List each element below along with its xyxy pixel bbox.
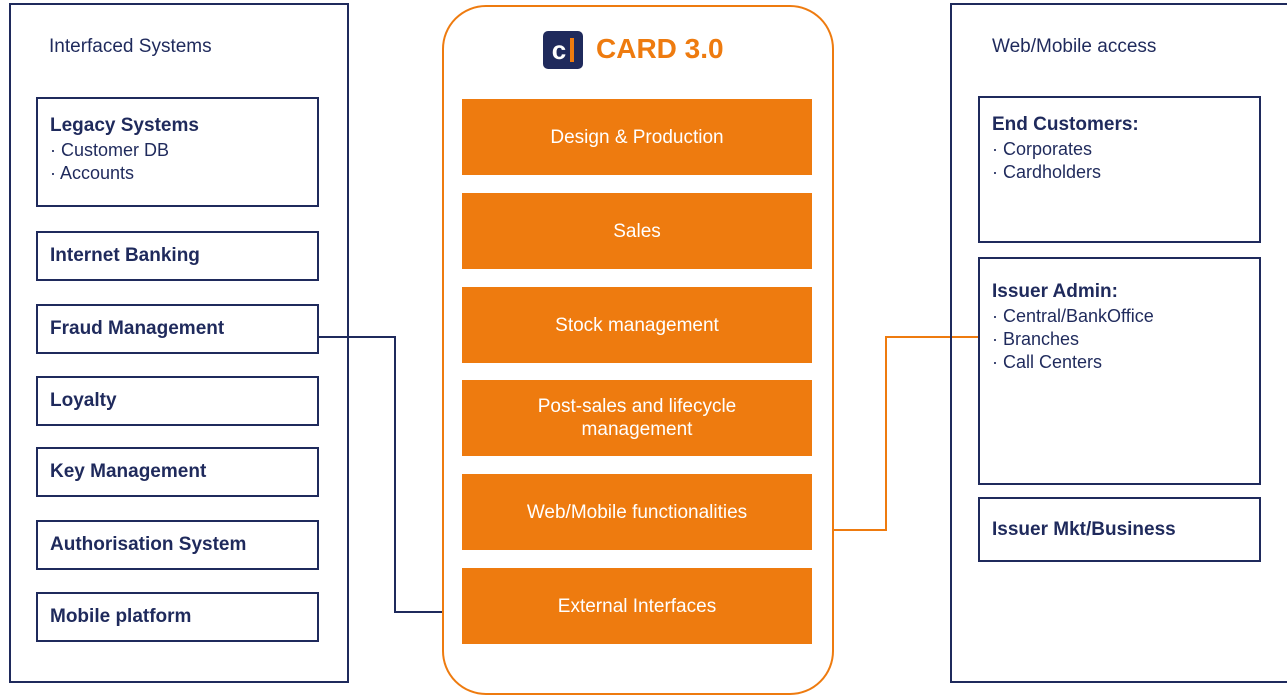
module-external-interfaces: External Interfaces [462,568,812,644]
end-customers-item-corporates: · Corporates [992,139,1093,159]
legacy-systems-label: Legacy Systems [50,115,199,136]
internet-banking-label: Internet Banking [50,245,200,266]
end-customers-label: End Customers: [992,114,1139,135]
issuer-admin-item-call-centers: · Call Centers [992,352,1103,372]
authorisation-system-label: Authorisation System [50,534,247,555]
mobile-platform-label: Mobile platform [50,606,192,627]
legacy-systems-box: Legacy Systems · Customer DB · Accounts [36,97,319,207]
module-design-production: Design & Production [462,99,812,175]
end-customers-box: End Customers: · Corporates · Cardholder… [978,96,1261,243]
issuer-admin-label: Issuer Admin: [992,281,1118,302]
authorisation-system-box: Authorisation System [36,520,319,570]
card-logo-icon: c [543,31,583,69]
fraud-management-label: Fraud Management [50,318,225,339]
issuer-admin-box: Issuer Admin: · Central/BankOffice · Bra… [978,257,1261,485]
internet-banking-box: Internet Banking [36,231,319,281]
mobile-platform-box: Mobile platform [36,592,319,642]
module-sales: Sales [462,193,812,269]
issuer-mkt-business-label: Issuer Mkt/Business [992,518,1176,540]
module-stock-management: Stock management [462,287,812,363]
web-mobile-access-title: Web/Mobile access [992,36,1157,57]
key-management-label: Key Management [50,461,207,482]
interfaced-systems-title: Interfaced Systems [49,36,212,57]
logo-letter: c [551,35,567,65]
legacy-item-customer-db: · Customer DB [50,140,170,160]
module-web-mobile-functionalities: Web/Mobile functionalities [462,474,812,550]
issuer-mkt-business-box: Issuer Mkt/Business [978,497,1261,562]
module-post-sales-lifecycle: Post-sales and lifecycle management [462,380,812,456]
legacy-item-accounts: · Accounts [50,163,135,183]
issuer-admin-item-central: · Central/BankOffice [992,306,1154,326]
end-customers-item-cardholders: · Cardholders [992,162,1102,182]
logo-bar [570,38,575,62]
left-connector [319,336,462,613]
card-title: CARD 3.0 [596,33,724,64]
key-management-box: Key Management [36,447,319,497]
loyalty-label: Loyalty [50,390,117,411]
issuer-admin-item-branches: · Branches [992,329,1080,349]
loyalty-box: Loyalty [36,376,319,426]
connector-lines [319,336,978,613]
fraud-management-box: Fraud Management [36,304,319,354]
right-connector [812,336,978,531]
